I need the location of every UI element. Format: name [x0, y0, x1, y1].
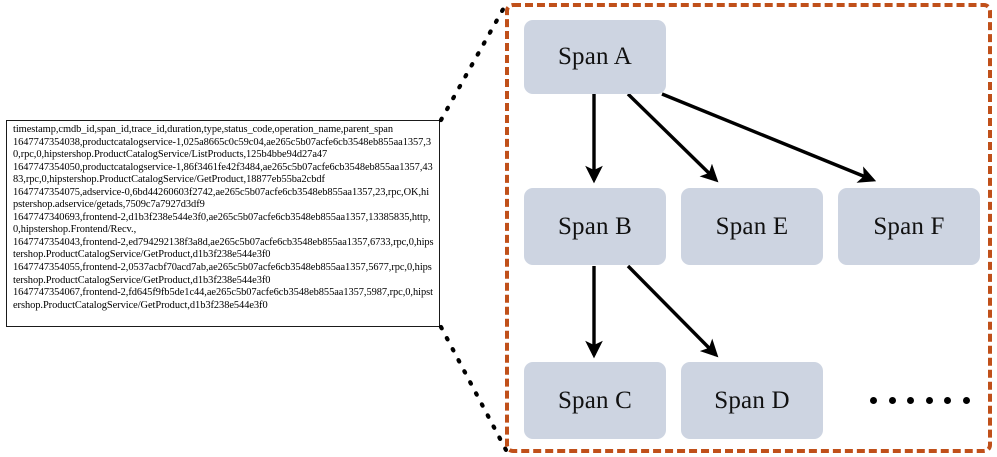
span-node-c[interactable]: Span C [524, 362, 666, 439]
span-node-d[interactable]: Span D [681, 362, 823, 439]
callout-line-bottom [438, 324, 509, 453]
span-node-f-label: Span F [873, 212, 945, 240]
ellipsis-dot [870, 396, 877, 404]
span-node-e-label: Span E [715, 212, 789, 240]
span-node-b[interactable]: Span B [524, 188, 666, 265]
span-node-b-label: Span B [557, 212, 633, 240]
trace-csv-panel: timestamp,cmdb_id,span_id,trace_id,durat… [6, 120, 440, 327]
trace-csv-text: timestamp,cmdb_id,span_id,trace_id,durat… [13, 124, 434, 311]
ellipsis-dot [907, 396, 915, 404]
span-node-a-label: Span A [557, 43, 633, 70]
span-node-f[interactable]: Span F [838, 188, 980, 265]
span-graph-ellipsis [870, 380, 970, 420]
ellipsis-dot [962, 396, 970, 404]
span-node-e[interactable]: Span E [681, 188, 823, 265]
ellipsis-dot [944, 396, 952, 404]
span-graph-highlight-region [505, 3, 992, 453]
span-node-c-label: Span C [557, 386, 633, 414]
callout-line-top [438, 1, 509, 123]
ellipsis-dot [925, 396, 933, 404]
span-node-a[interactable]: Span A [524, 20, 666, 94]
ellipsis-dot [888, 396, 896, 404]
span-node-d-label: Span D [714, 386, 790, 414]
